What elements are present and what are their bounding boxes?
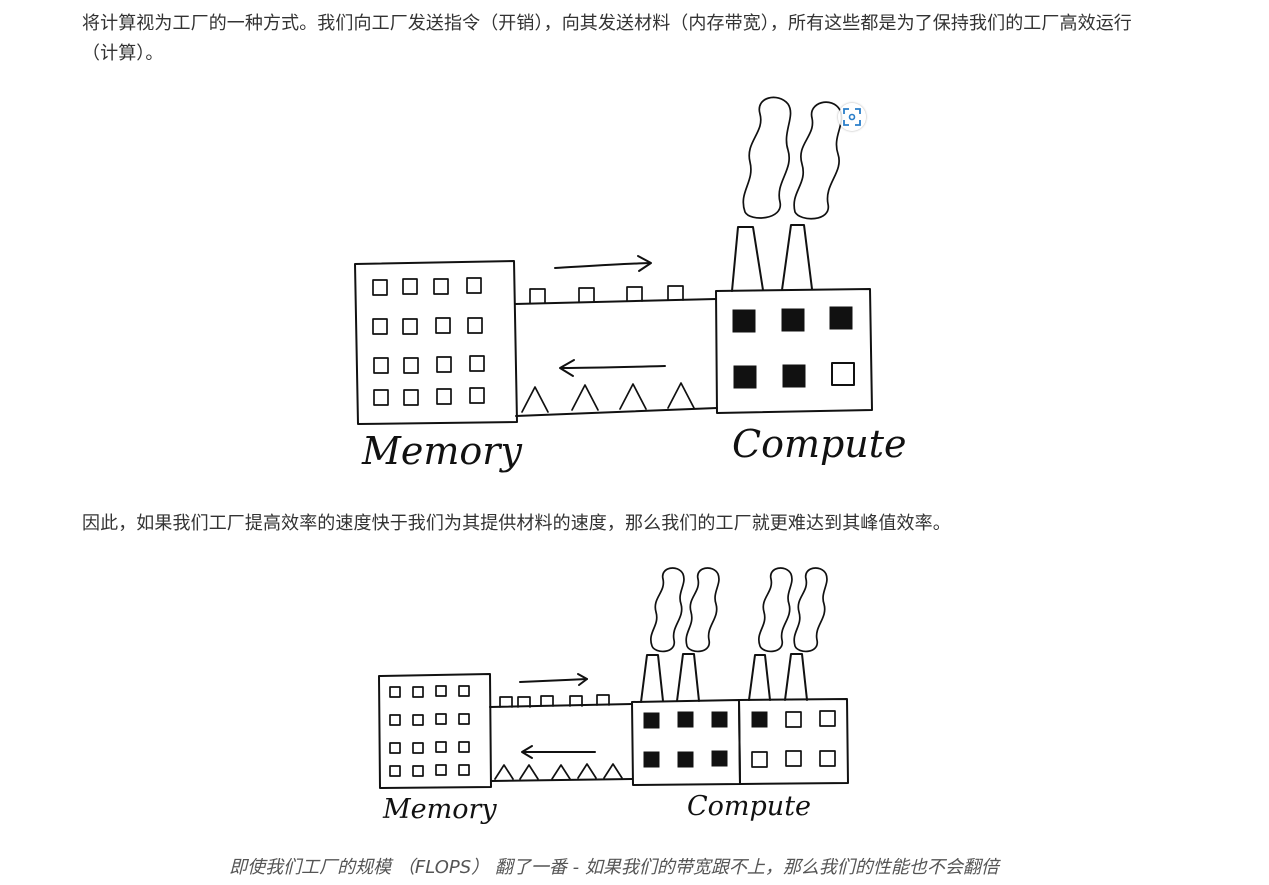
arrow-to-memory (559, 359, 666, 377)
memory-label: Memory (382, 794, 497, 825)
material-triangles (494, 763, 623, 780)
memory-windows (372, 277, 485, 406)
memory-building (354, 260, 518, 425)
arrow-to-compute (554, 255, 652, 272)
smoke (742, 96, 843, 220)
instruction-boxes (499, 694, 610, 708)
conveyor-bottom (490, 778, 633, 782)
paragraph-factory-efficiency: 因此，如果我们工厂提高效率的速度快于我们为其提供材料的速度，那么我们的工厂就更难… (82, 513, 951, 534)
chimneys (640, 653, 808, 703)
arrow-to-compute (519, 673, 588, 686)
arrow-to-memory (521, 745, 596, 759)
figure-caption: 即使我们工厂的规模 （FLOPS） 翻了一番 - 如果我们的带宽跟不上，那么我们… (229, 857, 999, 878)
conveyor-bottom (515, 407, 718, 417)
compute-building (715, 288, 873, 414)
compute-label: Compute (732, 422, 907, 466)
figure-factory-single: Memory Compute (354, 96, 907, 473)
memory-label: Memory (361, 429, 522, 473)
zoom-image-button[interactable] (838, 103, 866, 131)
figure-factory-doubled: Memory Compute (378, 567, 849, 825)
paragraph-compute-factory: 将计算视为工厂的一种方式。我们向工厂发送指令（开销），向其发送材料（内存带宽），… (82, 13, 1132, 64)
compute-label: Compute (687, 791, 811, 822)
instruction-boxes (529, 285, 684, 304)
smoke (650, 567, 828, 653)
zoom-in-icon (843, 108, 861, 126)
memory-building (378, 673, 492, 789)
material-triangles (521, 382, 695, 413)
chimneys (731, 224, 813, 292)
compute-windows (643, 710, 836, 768)
compute-windows (732, 306, 855, 389)
memory-windows (389, 685, 470, 777)
compute-building-2 (738, 698, 849, 785)
